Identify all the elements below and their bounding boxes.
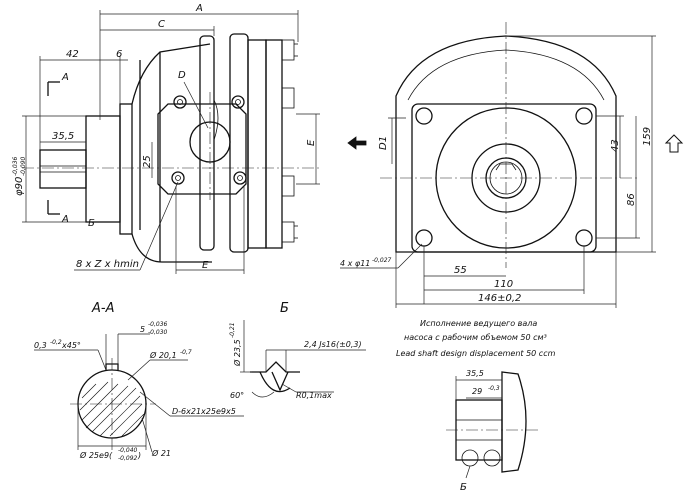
variant-title-ru-2: насоса с рабочим объемом 50 см³ xyxy=(404,333,547,342)
key-width: 5 xyxy=(140,325,145,334)
dim-d21: Ø 21 xyxy=(151,448,171,458)
dim-55: 55 xyxy=(454,265,467,276)
chamfer-tolerance: -0,2 xyxy=(50,339,62,346)
arrow-left-icon xyxy=(347,136,367,150)
dim-159: 159 xyxy=(642,127,653,146)
section-a-a: A-A 0,3 -0,2 x45° 5 -0,036 -0,030 Ø 20,1… xyxy=(34,301,244,462)
dim-110: 110 xyxy=(494,279,513,290)
dim-146: 146±0,2 xyxy=(478,293,521,304)
front-view: D1 43 86 159 55 110 146±0,2 xyxy=(340,22,684,308)
dim-d23-5-tol: -0,21 xyxy=(229,322,236,338)
section-aa-title: A-A xyxy=(91,301,114,316)
spline-spec: D-6x21x25e9x5 xyxy=(172,407,236,416)
section-b-title: Б xyxy=(280,301,289,316)
dim-35-5: 35,5 xyxy=(52,131,74,142)
section-a-mark-bottom: A xyxy=(61,214,69,225)
dim-d20-1-tol: -0,7 xyxy=(180,349,192,356)
dim-d25e9-close: ) xyxy=(137,451,141,460)
dim-43: 43 xyxy=(610,139,621,152)
variant-title-en: Lead shaft design displacement 50 ccm xyxy=(396,349,556,358)
dim-86: 86 xyxy=(626,193,637,206)
dim-e-bottom: E xyxy=(202,260,209,271)
dim-d25e9-upper: -0,040 xyxy=(118,447,138,454)
dim-js16: 2,4 Js16(±0,3) xyxy=(304,340,362,349)
section-a-mark-top: A xyxy=(61,72,69,83)
dim-e-right: E xyxy=(306,139,317,146)
detail-b-mark: Б xyxy=(88,218,95,229)
port-flange xyxy=(157,103,247,195)
drive-shaft xyxy=(39,149,87,189)
key-width-lower: -0,030 xyxy=(148,329,168,336)
chamfer-size: 0,3 xyxy=(34,341,47,350)
chamfer-angle: x45° xyxy=(61,341,81,350)
dim-d20-1: Ø 20,1 xyxy=(149,350,177,360)
dim-c: C xyxy=(158,19,165,30)
shaft-variant: Исполнение ведущего вала насоса с рабочи… xyxy=(396,319,556,493)
spline-profile xyxy=(250,361,300,373)
dim-phi90: φ90 xyxy=(14,177,25,196)
variant-detail-b-label: Б xyxy=(460,482,467,493)
variant-dim-29-tol: -0,3 xyxy=(488,385,500,392)
variant-dim-29: 29 xyxy=(472,387,482,396)
dim-d25e9-lower: -0,092 xyxy=(118,455,138,462)
variant-title-ru-1: Исполнение ведущего вала xyxy=(420,319,537,328)
dim-d23-5: Ø 23,5 xyxy=(232,339,242,367)
radius-r0-1: R0,1max xyxy=(296,391,332,400)
mounting-flange xyxy=(85,115,121,223)
angle-60: 60° xyxy=(230,391,244,400)
dim-d: D xyxy=(178,70,186,81)
dim-a: A xyxy=(195,3,203,14)
dim-6: 6 xyxy=(116,49,122,60)
holes-spec: 4 x φ11 xyxy=(340,259,370,268)
section-b-detail: Б Ø 23,5 -0,21 2,4 Js16(±0,3) 60° R0,1ma… xyxy=(229,301,366,400)
dim-42: 42 xyxy=(66,49,79,60)
bolt-head xyxy=(281,39,295,61)
bolts-spec: 8 x Z x hmin xyxy=(76,259,139,270)
dim-25: 25 xyxy=(142,155,153,168)
arrow-up-outline-icon xyxy=(664,134,684,153)
dim-d25e9: Ø 25e9( xyxy=(79,450,113,460)
pump-body-rib xyxy=(199,35,215,251)
key-width-upper: -0,036 xyxy=(148,321,168,328)
dim-phi90-lower: -0,090 xyxy=(20,156,27,176)
variant-dim-35-5: 35,5 xyxy=(466,369,484,378)
dim-phi90-upper: -0,036 xyxy=(12,156,19,176)
variant-flange xyxy=(501,371,527,473)
dim-d1: D1 xyxy=(378,136,389,150)
holes-tolerance: -0,027 xyxy=(372,257,392,264)
side-view: A C 42 6 35,5 A A Б φ90 -0,036 -0,090 25 xyxy=(12,3,320,274)
